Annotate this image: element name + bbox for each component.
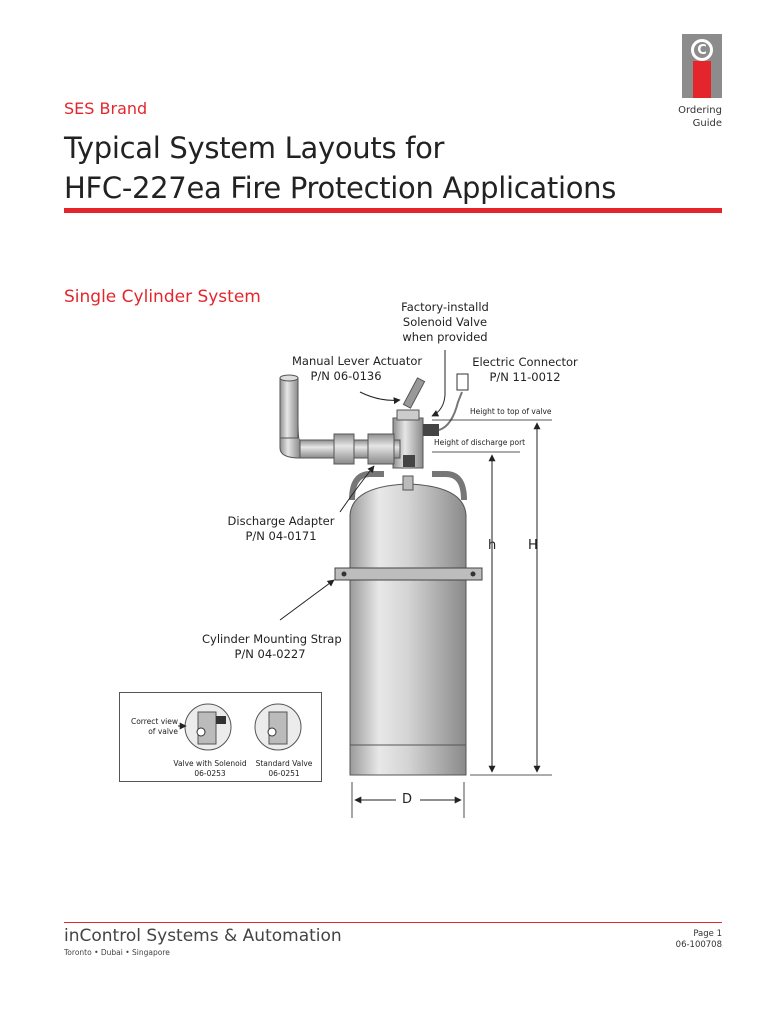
company-logo: C xyxy=(682,34,722,98)
guide-label: Guide xyxy=(692,118,722,129)
arrow-lever xyxy=(359,391,401,405)
strap-line-1: Cylinder Mounting Strap xyxy=(202,632,342,646)
manual-lever xyxy=(402,377,426,409)
logo-letter: C xyxy=(691,39,713,61)
adapter-line-2: P/N 04-0171 xyxy=(245,529,317,543)
title-line-1: Typical System Layouts for xyxy=(64,131,445,165)
adapter-line-1: Discharge Adapter xyxy=(227,514,335,528)
label-mounting-strap: Cylinder Mounting Strap P/N 04-0227 xyxy=(202,632,342,662)
dim-H-label: H xyxy=(528,538,538,553)
inset-valve-standard xyxy=(254,703,302,751)
solenoid xyxy=(423,424,439,436)
cylinder-neck xyxy=(402,475,414,491)
label-discharge-adapter: Discharge Adapter P/N 04-0171 xyxy=(226,514,336,544)
cylinder-body xyxy=(349,483,467,746)
arrow-solenoid xyxy=(431,350,446,417)
discharge-pipe-vertical xyxy=(279,377,299,439)
logo-bar xyxy=(693,61,711,98)
connector-line-1: Electric Connector xyxy=(472,355,578,369)
correct-line-2: of valve xyxy=(148,727,178,736)
correct-line-1: Correct view xyxy=(130,717,178,726)
footer-page-info: Page 1 06-100708 xyxy=(676,929,722,951)
standard-caption-name: Standard Valve xyxy=(255,759,313,768)
solenoid-line-1: Factory-installd xyxy=(401,300,489,314)
label-solenoid-valve: Factory-installd Solenoid Valve when pro… xyxy=(400,300,490,345)
inset-valve-solenoid xyxy=(184,703,232,751)
brand-label: SES Brand xyxy=(64,99,148,118)
footer-company: inControl Systems & Automation xyxy=(64,926,342,946)
page-title: Typical System Layouts for HFC-227ea Fir… xyxy=(64,128,616,208)
solenoid-line-2: Solenoid Valve xyxy=(402,315,488,329)
arrow-strap xyxy=(279,579,335,621)
standard-caption-pn: 06-0251 xyxy=(268,769,300,778)
dim-D-label: D xyxy=(402,792,413,807)
solenoid-line-3: when provided xyxy=(402,330,488,344)
cylinder-foot-ring xyxy=(349,744,467,776)
inset-solenoid-caption: Valve with Solenoid 06-0253 xyxy=(172,759,248,779)
section-title: Single Cylinder System xyxy=(64,287,261,307)
page-number: Page 1 xyxy=(693,929,722,939)
valve-view-inset: Correct view of valve Valve with Solenoi… xyxy=(119,692,322,782)
lever-line-2: P/N 06-0136 xyxy=(310,369,382,383)
cylinder-handle-right xyxy=(432,471,467,501)
strap-line-2: P/N 04-0227 xyxy=(234,647,306,661)
connector-line-2: P/N 11-0012 xyxy=(489,370,561,384)
pipe-adapter xyxy=(367,433,395,465)
title-line-2: HFC-227ea Fire Protection Applications xyxy=(64,171,617,205)
ordering-guide: Ordering Guide xyxy=(678,104,722,130)
document-number: 06-100708 xyxy=(675,940,722,950)
discharge-port-cap xyxy=(403,455,415,467)
footer-rule xyxy=(64,922,722,923)
footer-locations: Toronto • Dubai • Singapore xyxy=(64,948,170,957)
arrow-adapter xyxy=(339,465,375,513)
solenoid-caption-pn: 06-0253 xyxy=(194,769,226,778)
header-rule xyxy=(64,208,722,213)
lever-line-1: Manual Lever Actuator xyxy=(292,354,423,368)
label-electric-connector: Electric Connector P/N 11-0012 xyxy=(470,355,580,385)
label-height-port: Height of discharge port xyxy=(434,438,526,447)
pipe-nut xyxy=(333,433,355,465)
mounting-strap xyxy=(334,567,483,581)
solenoid-caption-name: Valve with Solenoid xyxy=(173,759,247,768)
ordering-label: Ordering xyxy=(678,105,722,116)
dim-h-label: h xyxy=(488,538,497,553)
label-height-valve: Height to top of valve xyxy=(470,407,552,416)
inset-correct-view: Correct view of valve xyxy=(122,717,178,737)
label-lever-actuator: Manual Lever Actuator P/N 06-0136 xyxy=(292,354,423,384)
electric-connector xyxy=(456,373,469,391)
inset-standard-caption: Standard Valve 06-0251 xyxy=(250,759,318,779)
